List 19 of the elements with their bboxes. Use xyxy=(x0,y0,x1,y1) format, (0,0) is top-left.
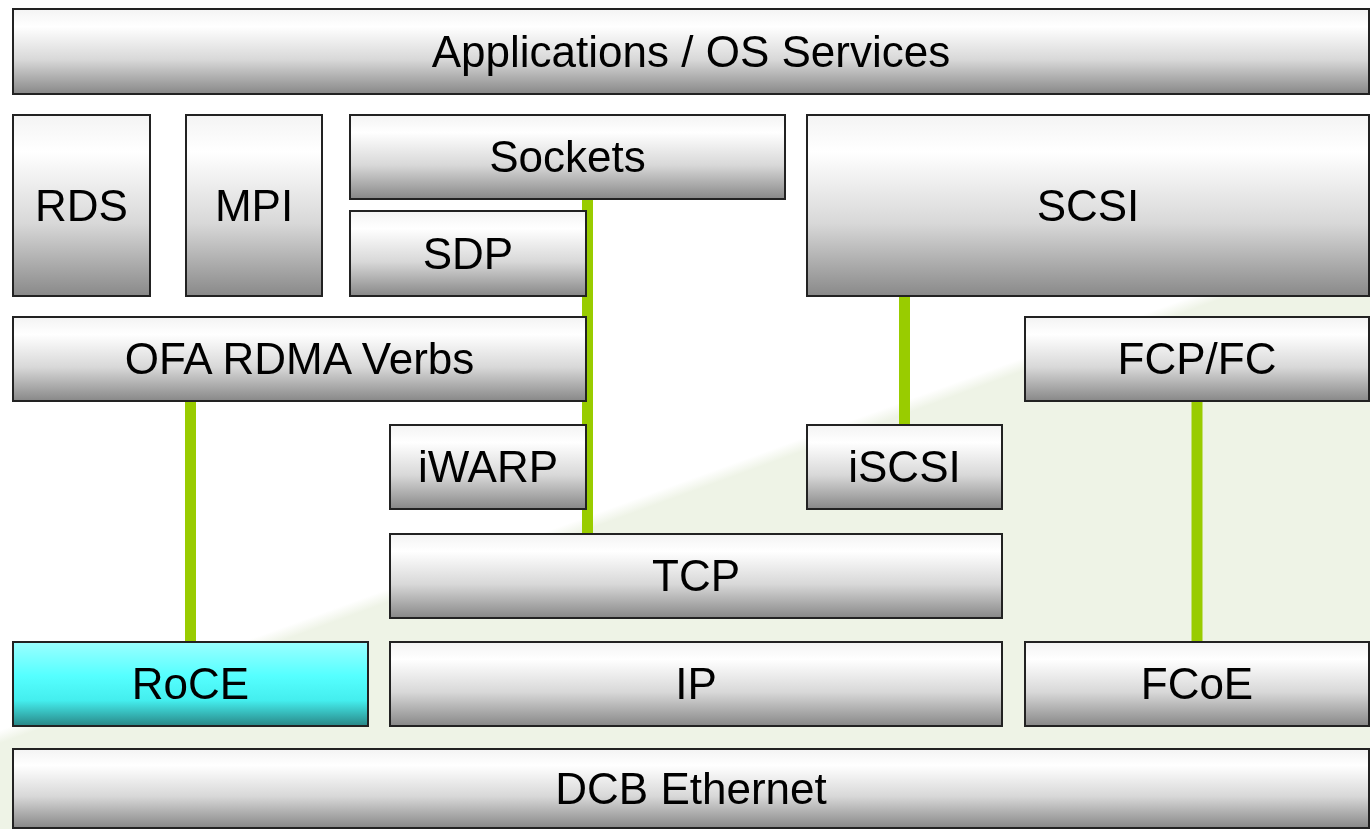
protocol-layer-box: iSCSI xyxy=(806,424,1003,510)
protocol-layer-box: TCP xyxy=(389,533,1003,619)
protocol-layer-box: FCoE xyxy=(1024,641,1370,727)
protocol-layer-box: RDS xyxy=(12,114,151,297)
protocol-layer-box: iWARP xyxy=(389,424,587,510)
protocol-layer-box: DCB Ethernet xyxy=(12,748,1370,829)
protocol-layer-box: OFA RDMA Verbs xyxy=(12,316,587,402)
protocol-layer-box: SCSI xyxy=(806,114,1370,297)
connector-line xyxy=(1191,402,1203,641)
connector-line xyxy=(185,402,196,641)
protocol-layer-box: Sockets xyxy=(349,114,786,200)
protocol-layer-box: RoCE xyxy=(12,641,369,727)
protocol-layer-box: FCP/FC xyxy=(1024,316,1370,402)
protocol-layer-box: SDP xyxy=(349,210,587,297)
protocol-layer-box: IP xyxy=(389,641,1003,727)
connector-line xyxy=(582,200,593,533)
connector-line xyxy=(899,297,910,424)
protocol-layer-box: Applications / OS Services xyxy=(12,8,1370,95)
protocol-layer-box: MPI xyxy=(185,114,323,297)
